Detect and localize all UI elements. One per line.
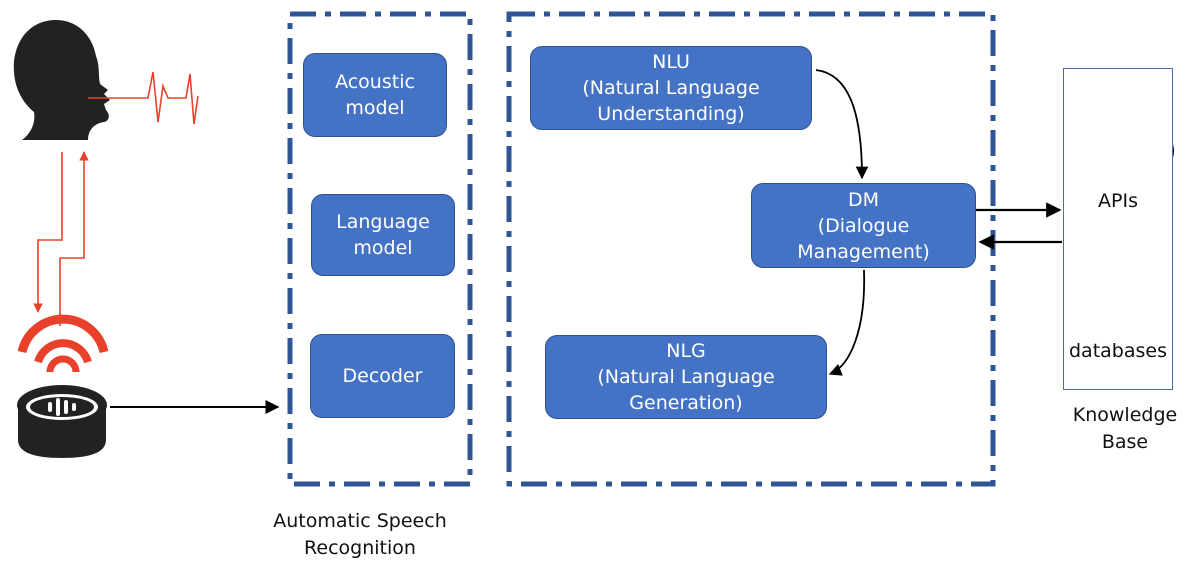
knowledge-base-caption-line-1: Knowledge (1072, 404, 1178, 426)
language-model-line-1: Language (336, 211, 430, 233)
nlu-line-1: NLU (652, 51, 690, 73)
asr-caption: Automatic Speech Recognition (250, 508, 470, 562)
speaking-head-icon (13, 20, 110, 140)
dm-line-2: (Dialogue (817, 214, 910, 237)
acoustic-model-line-2: model (345, 97, 405, 119)
signal-line-up (59, 151, 89, 326)
nlg-line-3: Generation) (629, 392, 743, 414)
knowledge-base-caption-line-2: Base (1101, 431, 1149, 453)
nlu-box: NLU (Natural Language Understanding) (530, 46, 812, 130)
dm-to-nlg-arrow (828, 269, 866, 376)
nlu-to-dm-arrow (815, 69, 869, 180)
asr-caption-line-1: Automatic Speech (273, 510, 447, 532)
dm-line-1: DM (847, 188, 880, 211)
apis-label: APIs (1098, 190, 1138, 212)
nlg-box: NLG (Natural Language Generation) (545, 335, 827, 419)
asr-caption-line-2: Recognition (304, 537, 416, 559)
nlu-line-2: (Natural Language (582, 77, 760, 99)
knowledge-base-caption: Knowledge Base (1060, 402, 1190, 456)
voice-waveform-icon (88, 71, 199, 125)
databases-label: databases (1069, 340, 1167, 362)
language-model-line-2: model (353, 237, 413, 259)
decoder-box: Decoder (310, 334, 455, 418)
knowledge-base-panel (1063, 68, 1173, 390)
asr-frame (287, 11, 473, 487)
signal-line-down (33, 152, 63, 313)
acoustic-model-line-1: Acoustic (335, 71, 415, 93)
nlg-line-1: NLG (666, 340, 706, 362)
nlu-line-3: Understanding) (597, 103, 745, 125)
acoustic-model-box: Acoustic model (303, 53, 447, 137)
decoder-label: Decoder (342, 365, 423, 387)
dm-line-3: Management) (797, 240, 930, 263)
smart-speaker-icon (17, 314, 109, 458)
dm-box: DM (Dialogue Management) (751, 183, 976, 268)
nlg-line-2: (Natural Language (597, 366, 775, 388)
language-model-box: Language model (311, 194, 455, 276)
